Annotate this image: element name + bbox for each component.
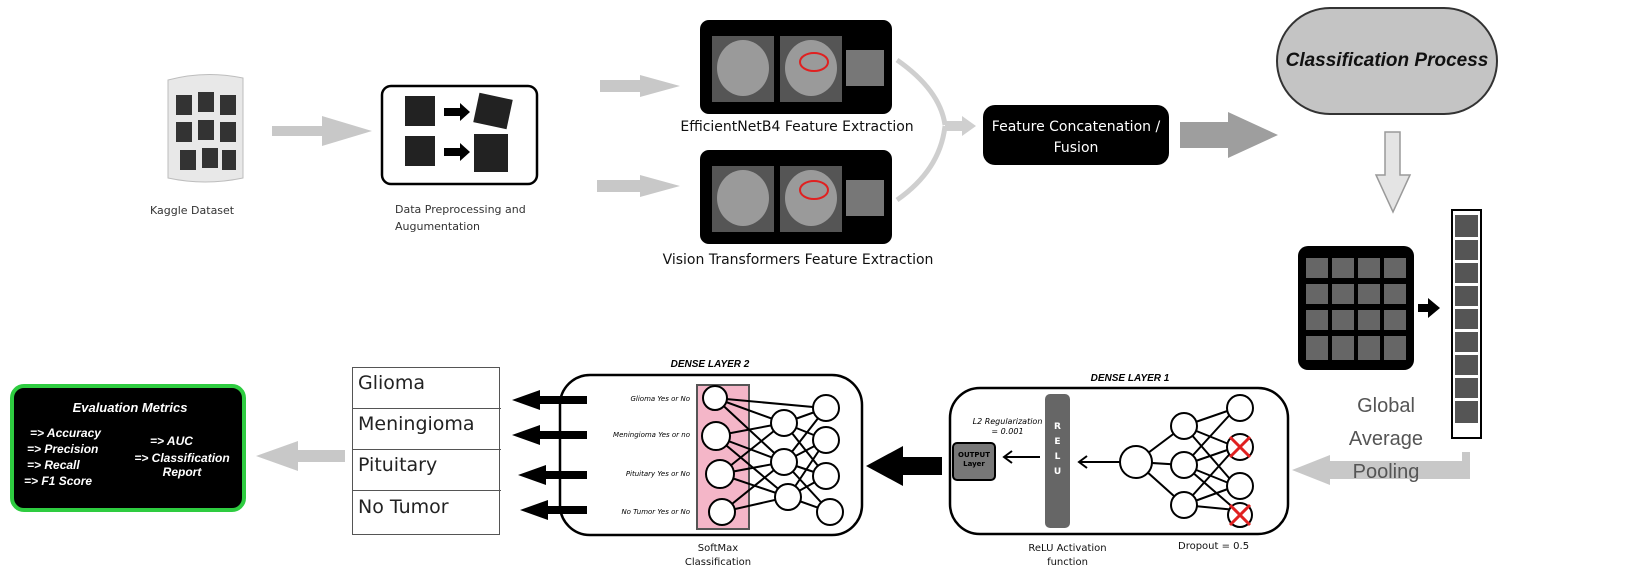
kaggle-dataset-icon (167, 73, 244, 183)
dense-layer-1-box (948, 386, 1290, 536)
pooled-feature-column (1451, 209, 1482, 439)
arrow-to-evaluation (256, 441, 345, 471)
dense-layer-2-title: DENSE LAYER 2 (670, 359, 750, 370)
class-cell-meningioma: Meningioma (353, 409, 501, 450)
arrow-to-efficientnet (600, 75, 680, 97)
class-output-arrows (512, 390, 587, 520)
dense-layer-1-title: DENSE LAYER 1 (1090, 373, 1170, 384)
metric-auc: => AUC (150, 434, 193, 448)
fusion-label: Feature Concatenation / Fusion (991, 119, 1161, 156)
arrow-out-pituitary (518, 465, 587, 485)
arrow-kaggle-to-preprocess (272, 116, 372, 146)
dropout-caption: Dropout = 0.5 (1178, 541, 1250, 552)
dense-layer-2-box (558, 373, 864, 537)
arrow-to-classification (1180, 112, 1278, 158)
efficientnet-label: EfficientNetB4 Feature Extraction (680, 119, 914, 135)
l2-regularization-label: L2 Regularization = 0.001 (972, 417, 1043, 436)
evaluation-title: Evaluation Metrics (72, 400, 188, 415)
class-cell-no-tumor: No Tumor (358, 496, 449, 518)
dense2-output-meningioma: Meningioma Yes or no (613, 431, 690, 439)
kaggle-dataset-label: Kaggle Dataset (150, 204, 235, 217)
arrow-gap-to-dense1 (1292, 452, 1470, 485)
dense2-output-no-tumor: No Tumor Yes or No (621, 508, 690, 516)
fusion-box (983, 105, 1169, 165)
arrow-out-glioma (512, 390, 587, 410)
vit-box (700, 150, 892, 244)
class-cell-pituitary: Pituitary (353, 450, 501, 491)
arrow-down-to-gap (1374, 131, 1412, 214)
vit-label: Vision Transformers Feature Extraction (662, 252, 934, 268)
metric-recall: => Recall (27, 458, 80, 472)
arrow-out-meningioma (512, 425, 587, 445)
arrow-to-pooled-column (1418, 298, 1440, 318)
preprocess-label: Data Preprocessing and Augumentation (395, 203, 526, 233)
gap-label: Global Average Pooling (1348, 395, 1424, 483)
relu-letters: R E L U (1053, 422, 1062, 477)
dense2-output-glioma: Glioma Yes or No (630, 395, 690, 403)
feature-map-grid (1298, 246, 1414, 370)
arrow-out-no-tumor (520, 500, 587, 520)
dense2-output-pituitary: Pituitary Yes or No (625, 470, 690, 478)
arrow-to-vit (597, 175, 680, 197)
merge-curve-top (895, 57, 948, 126)
class-cell-glioma: Glioma (353, 368, 501, 409)
preprocess-box (380, 84, 539, 186)
merge-curve-bottom (895, 125, 948, 203)
classification-process-label: Classification Process (1285, 50, 1489, 71)
evaluation-box (10, 384, 246, 512)
arrow-dense1-to-dense2 (866, 446, 942, 486)
relu-caption: ReLU Activation function (1028, 543, 1107, 568)
output-layer-label: OUTPUT Layer (958, 451, 990, 468)
metric-f1-score: => F1 Score (24, 474, 93, 488)
classification-process-pill (1276, 7, 1498, 115)
efficientnet-box (700, 20, 892, 114)
class-table: Glioma Meningioma Pituitary No Tumor (352, 367, 501, 535)
metric-accuracy: => Accuracy (30, 426, 101, 440)
arrow-to-fusion (945, 116, 976, 136)
metric-precision: => Precision (27, 442, 99, 456)
metric-classification-report: => Classification Report (134, 451, 230, 479)
softmax-caption: SoftMax Classification (684, 543, 752, 568)
